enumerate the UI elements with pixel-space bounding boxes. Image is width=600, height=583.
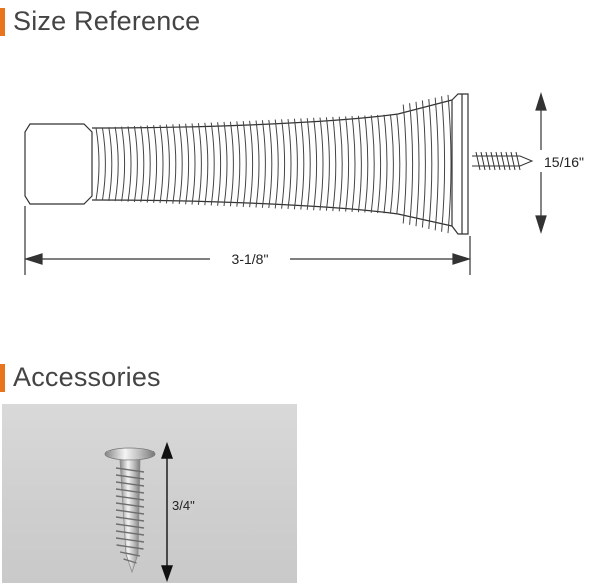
screw-length-label: 3/4"	[172, 498, 195, 513]
length-dimension-line	[23, 206, 472, 275]
base-height-label: 15/16"	[544, 154, 584, 170]
length-label: 3-1/8"	[232, 251, 269, 267]
door-stop-diagram: 3-1/8" 15/16"	[23, 91, 600, 275]
spring-coils	[95, 94, 452, 234]
size-reference-title: Size Reference	[13, 6, 201, 36]
accessories-photo: 3/4"	[2, 404, 297, 583]
wood-screw-icon	[104, 447, 156, 574]
spring-outline	[91, 99, 453, 227]
size-reference-header: Size Reference	[0, 6, 200, 37]
mounting-base	[451, 93, 469, 235]
rubber-tip	[24, 123, 93, 205]
accent-bar	[0, 363, 5, 392]
accessories-header: Accessories	[0, 362, 161, 393]
base-screw-icon	[472, 151, 534, 171]
accessories-title: Accessories	[13, 362, 161, 392]
screw-length-dimension	[161, 441, 173, 583]
accent-bar	[0, 7, 5, 36]
